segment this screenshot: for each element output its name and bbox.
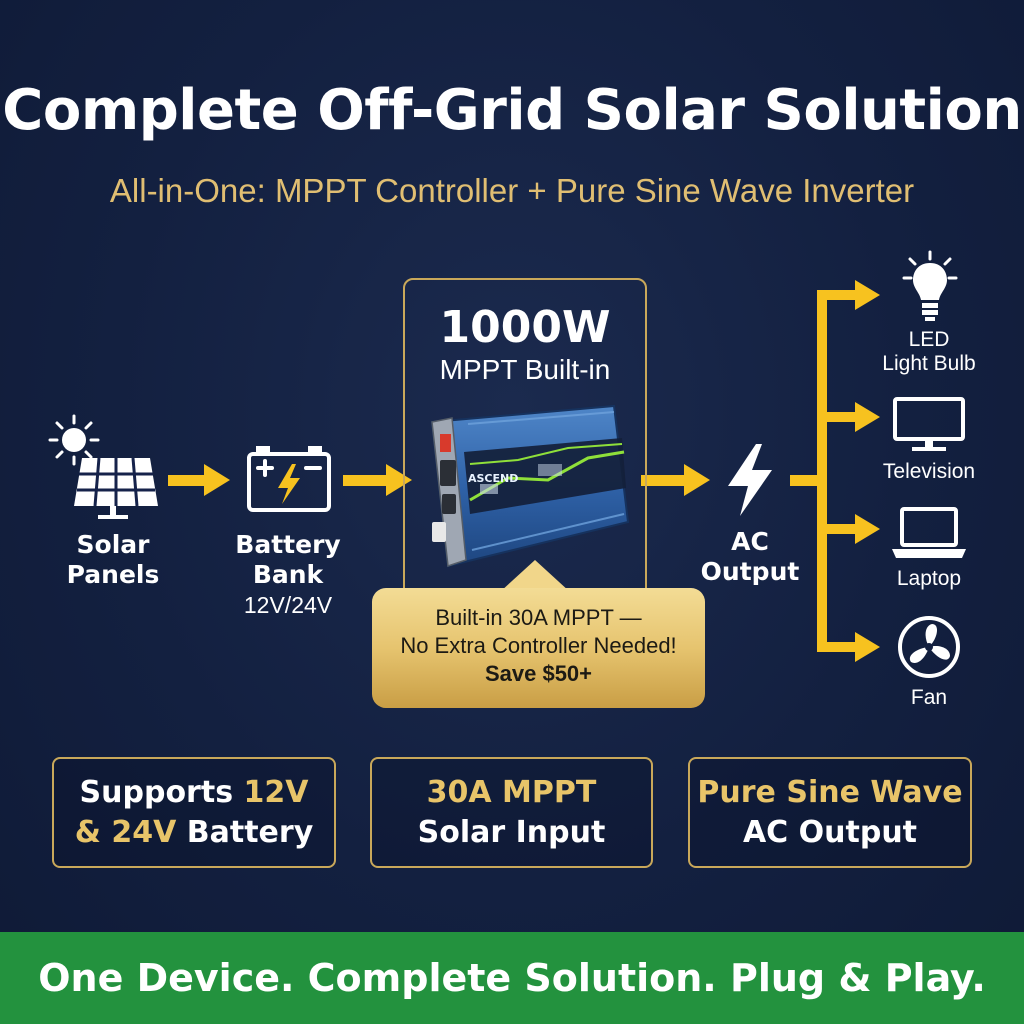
page-title: Complete Off-Grid Solar Solution: [2, 78, 1022, 143]
feature-battery-support: Supports 12V & 24V Battery: [52, 757, 336, 868]
solar-label-line1: Solar: [76, 530, 150, 559]
page-subtitle: All-in-One: MPPT Controller + Pure Sine …: [109, 172, 915, 209]
arrow-ac-to-branch: [790, 475, 822, 486]
fan-icon: [898, 616, 960, 678]
branch-trunk: [817, 290, 827, 652]
feature-battery-24v: 24V: [111, 814, 177, 850]
inverter-brand: ASCEND: [468, 472, 518, 485]
laptop-label: Laptop: [896, 567, 962, 590]
inverter-wattage: 1000W: [439, 302, 611, 353]
inverter-product-image: ASCEND: [430, 404, 630, 568]
fan-label: Fan: [910, 686, 948, 709]
callout-pointer: [500, 560, 570, 592]
feature-mppt-input: 30A MPPT Solar Input: [370, 757, 653, 868]
feature-sine-line1: Pure Sine Wave: [697, 774, 963, 810]
arrow-solar-to-battery: [168, 464, 230, 496]
bulb-label: LED Light Bulb: [869, 328, 989, 376]
feature-mppt-line2: Solar Input: [417, 814, 606, 850]
arrow-to-bulb: [817, 280, 880, 310]
arrow-to-fan: [817, 632, 880, 662]
feature-sine-wave: Pure Sine Wave AC Output: [688, 757, 972, 868]
callout-line1: Built-in 30A MPPT —: [435, 605, 642, 630]
bulb-label-line1: LED: [908, 328, 950, 351]
ac-label-line1: AC: [731, 527, 769, 556]
mppt-callout: Built-in 30A MPPT — No Extra Controller …: [372, 588, 705, 708]
solar-panels-label: Solar Panels: [53, 530, 173, 590]
feature-battery-text-e: Battery: [176, 814, 314, 850]
inverter-subtitle: MPPT Built-in: [439, 354, 611, 385]
ac-label-line2: Output: [700, 557, 800, 586]
solar-label-line2: Panels: [66, 560, 160, 589]
battery-label-line2: Bank: [252, 560, 324, 589]
light-bulb-icon: [902, 250, 958, 321]
footer-text: One Device. Complete Solution. Plug & Pl…: [38, 956, 986, 1000]
feature-sine-line2: AC Output: [742, 814, 918, 850]
television-icon: [893, 397, 965, 451]
feature-battery-12v: 12V: [243, 774, 309, 810]
footer-banner: One Device. Complete Solution. Plug & Pl…: [0, 932, 1024, 1024]
battery-icon: [247, 446, 331, 512]
arrow-to-laptop: [817, 514, 880, 544]
feature-battery-text-a: Supports: [79, 774, 244, 810]
callout-line2: No Extra Controller Needed!: [400, 633, 677, 658]
battery-label-line1: Battery: [235, 530, 341, 559]
lightning-bolt-icon: [728, 444, 772, 516]
ac-output-label: AC Output: [690, 527, 810, 587]
television-label: Television: [882, 460, 976, 483]
arrow-device-to-ac: [641, 464, 710, 496]
feature-mppt-line1: 30A MPPT: [426, 774, 597, 810]
callout-savings: Save $50+: [484, 661, 593, 686]
laptop-icon: [892, 507, 966, 558]
feature-battery-text-c: &: [74, 814, 112, 850]
battery-bank-label: Battery Bank: [228, 530, 348, 590]
feature-battery-line2: & 24V Battery: [75, 813, 314, 853]
bulb-label-line2: Light Bulb: [882, 352, 976, 375]
battery-voltage: 12V/24V: [243, 592, 333, 618]
arrow-to-tv: [817, 402, 880, 432]
feature-battery-line1: Supports 12V: [80, 773, 309, 813]
solar-panel-icon: [48, 414, 158, 519]
arrow-battery-to-device: [343, 464, 412, 496]
